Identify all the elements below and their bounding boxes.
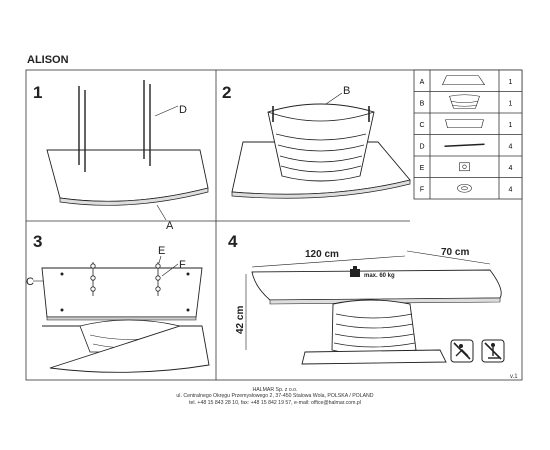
- part-quantity: 1: [509, 100, 513, 107]
- pad-icon: [457, 183, 472, 193]
- step-number-3: 3: [33, 232, 42, 251]
- glass-pane: [41, 267, 203, 318]
- step1-illustration: D A: [46, 80, 209, 232]
- part-letter: F: [420, 186, 424, 193]
- part-quantity: 1: [509, 122, 513, 129]
- step3-illustration: C E F: [26, 245, 210, 373]
- part-quantity: 4: [509, 186, 513, 193]
- version-label: v.1: [510, 374, 518, 380]
- step-number-4: 4: [228, 232, 238, 251]
- support-rods: [78, 80, 151, 172]
- support-rod-icon: [444, 143, 485, 147]
- weight-icon: [350, 266, 360, 277]
- callout-f: F: [179, 259, 186, 271]
- dimension-length: 120 cm: [305, 249, 339, 260]
- part-letter: A: [420, 79, 425, 86]
- tabletop-edge: [59, 187, 209, 206]
- step-number-2: 2: [222, 83, 231, 102]
- leader-f: [161, 263, 179, 277]
- base-plinth: [301, 349, 447, 365]
- base-icon: [449, 94, 480, 109]
- callout-a: A: [166, 220, 174, 232]
- leader-b: [325, 92, 343, 105]
- dimension-width: 70 cm: [441, 247, 469, 258]
- part-letter: E: [420, 165, 425, 172]
- part-letter: C: [419, 122, 424, 129]
- step-number-1: 1: [33, 83, 42, 102]
- footer-company: HALMAR Sp. z o.o.: [252, 387, 298, 393]
- callout-d: D: [179, 104, 187, 116]
- nut-icon: [459, 162, 470, 172]
- footer-address: ul. Centralnego Okręgu Przemysłowego 2, …: [176, 393, 374, 400]
- tabletop-icon: [442, 75, 486, 86]
- leader-e: [158, 255, 162, 264]
- dimension-lines: [245, 250, 491, 350]
- product-title: ALISON: [27, 54, 69, 66]
- part-letter: D: [419, 143, 424, 150]
- part-letter: B: [420, 100, 425, 107]
- footer-contact: tel. +48 15 843 28 10, fax: +48 15 842 1…: [189, 399, 361, 406]
- callout-c: C: [26, 276, 34, 288]
- dimension-height: 42 cm: [235, 306, 246, 334]
- footer: HALMAR Sp. z o.o. ul. Centralnego Okręgu…: [0, 387, 550, 406]
- screws-hardware: [90, 262, 161, 296]
- leader-a: [156, 204, 167, 221]
- max-load-label: max. 60 kg: [364, 273, 395, 279]
- base-bowl: [267, 103, 375, 182]
- part-quantity: 4: [509, 165, 513, 172]
- diagram-frame: [25, 69, 523, 381]
- no-standing-warning-icon: [481, 339, 505, 363]
- callout-b: B: [343, 85, 350, 97]
- step2-illustration: B: [231, 85, 411, 199]
- tabletop-step2-edge: [231, 179, 411, 199]
- leader-d: [154, 105, 179, 117]
- callout-e: E: [158, 245, 165, 257]
- step4-illustration: 120 cm 70 cm 42 cm max. 60 kg: [235, 247, 505, 365]
- part-quantity: 1: [509, 79, 513, 86]
- glass-pane-icon: [445, 119, 484, 129]
- no-sitting-warning-icon: [450, 339, 474, 363]
- tabletop-step3: [42, 325, 210, 373]
- part-quantity: 4: [509, 143, 513, 150]
